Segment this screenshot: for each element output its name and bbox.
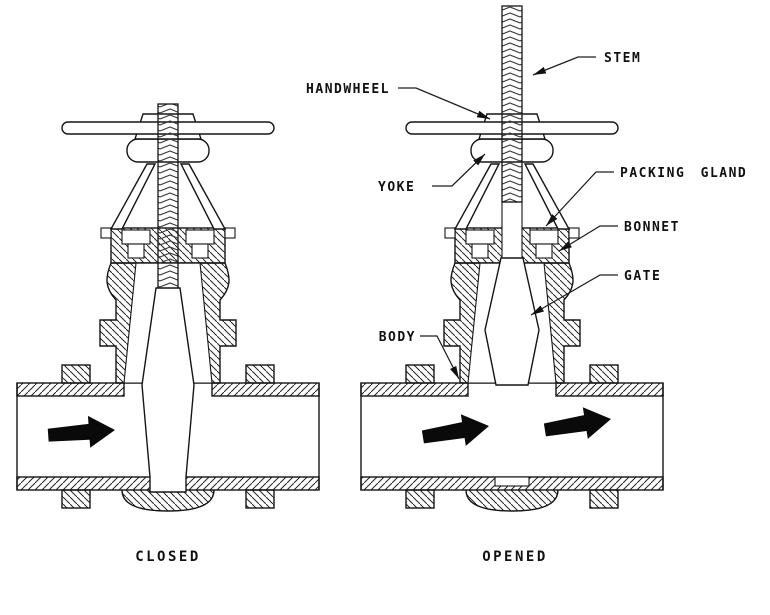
leader-body <box>420 335 460 380</box>
valve-opened-flange-tab <box>405 489 435 509</box>
valve-closed-yoke <box>179 163 227 230</box>
label-handwheel: HANDWHEEL <box>306 82 390 97</box>
callout-labels: HANDWHEEL STEM YOKE PACKING GLAND BONNET… <box>306 51 747 345</box>
valve-closed <box>16 103 320 512</box>
flow-arrow <box>543 407 611 439</box>
valve-opened-bowl <box>465 489 559 512</box>
valve-closed-flange-tab <box>245 364 275 384</box>
valve-opened <box>360 5 664 512</box>
valve-opened-body-top-wall-right <box>555 382 664 397</box>
valve-closed-flange-tab <box>245 489 275 509</box>
valve-opened-stem-smooth <box>501 201 523 261</box>
valve-closed-body-top-wall-left <box>16 382 125 397</box>
label-bonnet: BONNET <box>624 220 680 235</box>
valve-opened-yoke <box>523 163 571 230</box>
label-stem: STEM <box>604 51 641 66</box>
valve-closed-stem <box>157 103 179 293</box>
valve-opened-bonnet-lip <box>444 227 456 239</box>
valve-opened-yoke <box>453 163 501 230</box>
valve-opened-body-top-wall-left <box>360 382 469 397</box>
valve-closed-yoke <box>109 163 157 230</box>
valve-closed-gland-slot <box>127 243 145 259</box>
valve-closed-bonnet-lip <box>100 227 112 239</box>
valve-opened-gate <box>484 257 540 386</box>
label-gate: GATE <box>624 269 661 284</box>
leader-stem <box>532 56 596 76</box>
valve-opened-packing-gland <box>529 229 559 245</box>
leader-packing-gland <box>545 171 614 227</box>
valve-opened-gland-slot <box>471 243 489 259</box>
caption-opened: OPENED <box>482 549 548 565</box>
flow-arrow <box>47 415 115 448</box>
valve-closed-bowl <box>121 489 215 512</box>
callout-leaders <box>398 56 618 380</box>
valve-opened-flange-tab <box>589 489 619 509</box>
flow-arrow <box>421 414 489 446</box>
valve-opened-bonnet-lip <box>568 227 580 239</box>
valve-opened-flange-tab <box>589 364 619 384</box>
leader-bonnet <box>558 225 618 252</box>
label-yoke: YOKE <box>378 180 415 195</box>
valve-opened-stem <box>501 5 523 203</box>
valve-closed-packing-gland <box>121 229 151 245</box>
valve-closed-bonnet-lip <box>224 227 236 239</box>
valve-closed-body-top-wall-right <box>211 382 320 397</box>
valve-opened-gland-slot <box>535 243 553 259</box>
label-packing-gland: PACKING GLAND <box>620 166 747 181</box>
leader-handwheel <box>398 87 491 120</box>
valve-closed-flange-tab <box>61 489 91 509</box>
valve-closed-flange-tab <box>61 364 91 384</box>
label-body: BODY <box>379 330 416 345</box>
leader-gate <box>530 274 618 316</box>
valve-closed-gland-slot <box>191 243 209 259</box>
caption-closed: CLOSED <box>135 549 201 565</box>
valve-closed-packing-gland <box>185 229 215 245</box>
valve-opened-flange-tab <box>405 364 435 384</box>
leader-yoke <box>432 153 486 187</box>
state-captions: CLOSED OPENED <box>135 549 548 565</box>
valve-opened-packing-gland <box>465 229 495 245</box>
valve-opened-seat-notch <box>494 476 530 487</box>
valve-closed-gate <box>141 287 195 493</box>
